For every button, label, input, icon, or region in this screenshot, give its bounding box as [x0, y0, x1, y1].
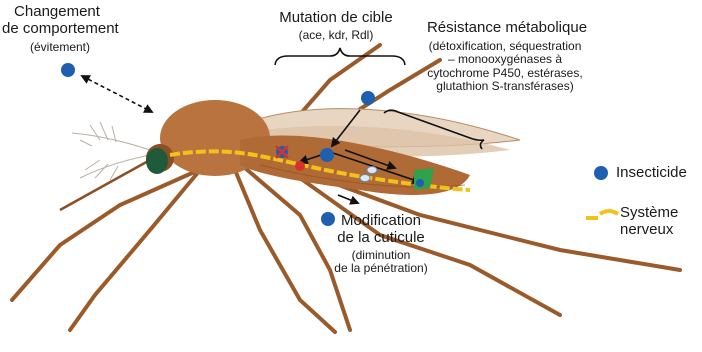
antennae [72, 122, 150, 180]
cuticle-title: Modification de la cuticule [318, 213, 444, 247]
legend-insecticide-label: Insecticide [616, 164, 687, 181]
insecticide-dot-internal [320, 148, 334, 162]
insecticide-dot-target [361, 91, 375, 105]
eye [146, 148, 168, 174]
insecticide-dot-behavior [61, 63, 75, 77]
enzyme-bound-insecticide [416, 179, 424, 187]
behavior-sub: (évitement) [10, 41, 110, 54]
target-title: Mutation de cible [255, 10, 417, 27]
legend-nervous-icon [586, 211, 618, 218]
behavior-title: Changement de comportement [2, 4, 112, 38]
target-red-mark [295, 161, 305, 171]
legend-insecticide-icon [594, 166, 608, 180]
legend-nervous-label: Système nerveux [620, 204, 678, 239]
metabolic-title: Résistance métabolique [402, 20, 612, 37]
metabolic-detail: (détoxification, séquestration – monooxy… [385, 40, 625, 94]
cuticle-arrow [338, 195, 358, 203]
cuticle-sub: (diminution de la pénétration) [322, 249, 440, 276]
behavior-arrow [82, 76, 152, 112]
